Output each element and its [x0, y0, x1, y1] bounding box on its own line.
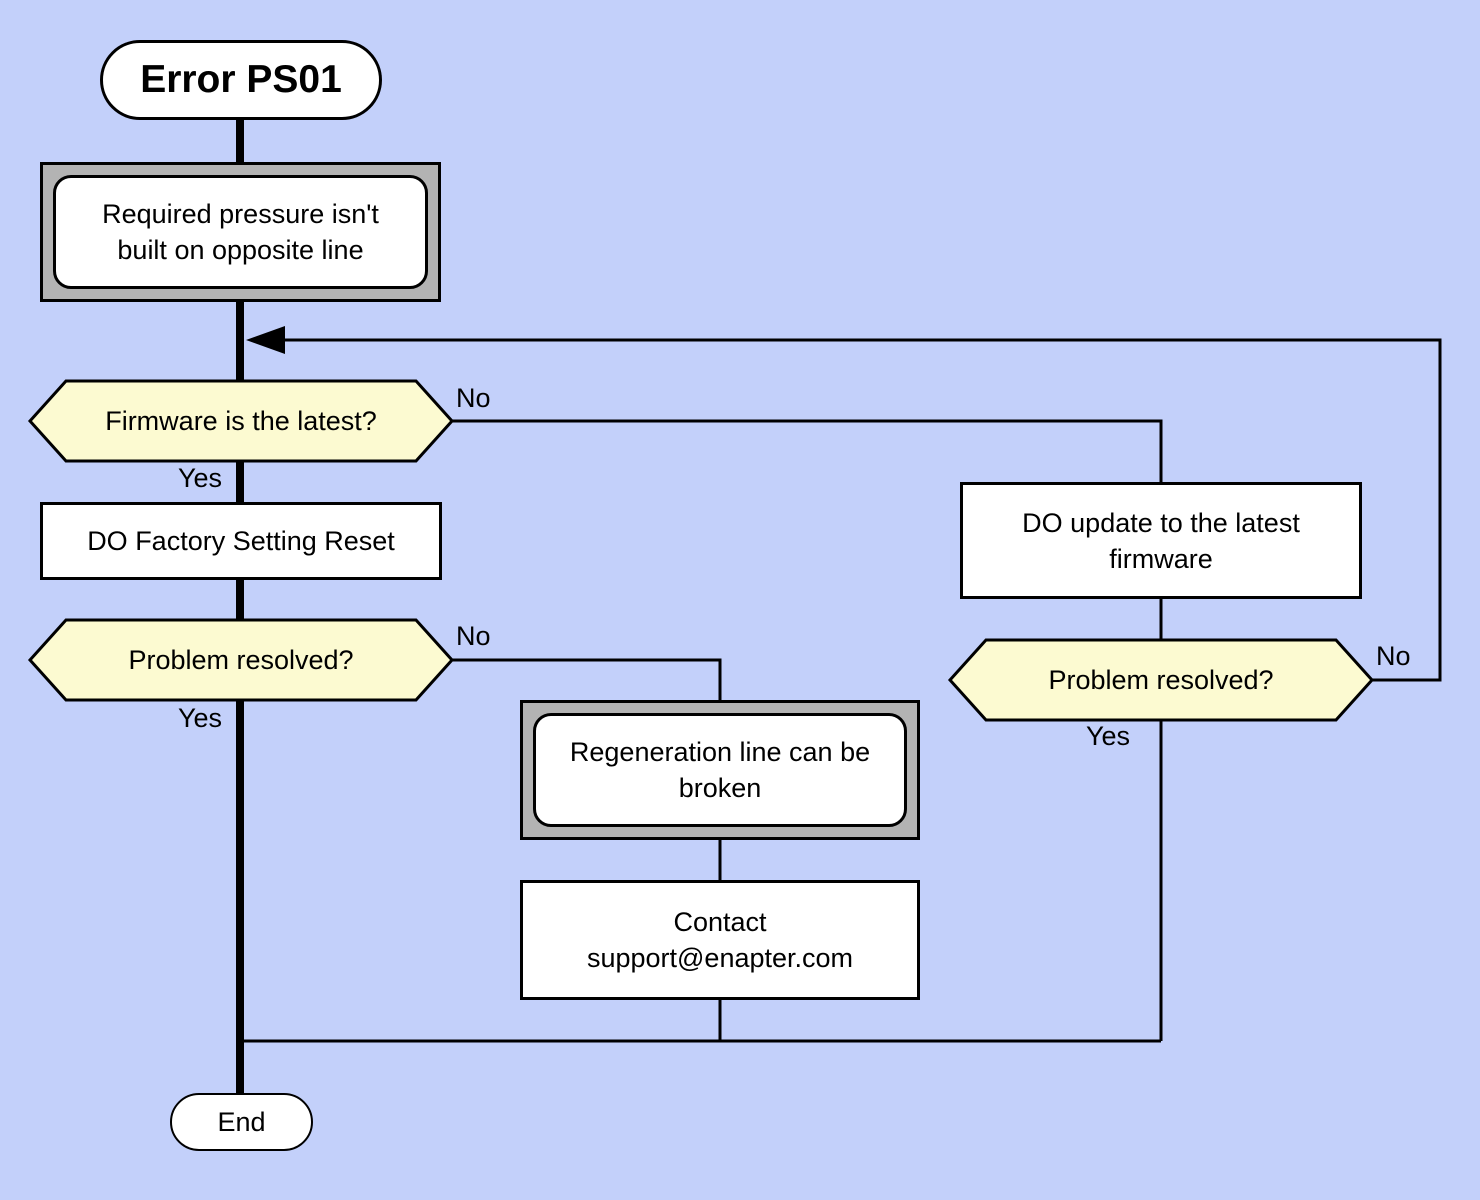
- end-node: End: [170, 1093, 313, 1151]
- subroutine-pressure-note: Required pressure isn't built on opposit…: [40, 162, 441, 302]
- edge-label-problem-left-no: No: [456, 621, 491, 651]
- edge-label-problem-left-yes: Yes: [178, 703, 223, 733]
- problem-left-no-line: [452, 658, 722, 702]
- hexagon-shape: [27, 618, 455, 702]
- decision-firmware-latest: Firmware is the latest?: [27, 379, 455, 463]
- start-node: Error PS01: [100, 40, 382, 120]
- edge-label-firmware-yes: Yes: [178, 463, 223, 493]
- edge-label-problem-right-yes: Yes: [1086, 721, 1131, 751]
- decision-firmware-latest-label: Firmware is the latest?: [105, 406, 377, 436]
- subroutine-regeneration-note-inner: Regeneration line can be broken: [533, 713, 907, 827]
- hexagon-shape: [27, 379, 455, 463]
- process-contact-support: Contact support@enapter.com: [520, 880, 920, 1000]
- text-line: support@enapter.com: [586, 943, 854, 973]
- subroutine-regeneration-note: Regeneration line can be broken: [520, 700, 920, 840]
- end-node-label: End: [217, 1107, 266, 1137]
- decision-problem-resolved-right-label: Problem resolved?: [1048, 665, 1274, 695]
- decision-problem-resolved-left-label: Problem resolved?: [128, 645, 354, 675]
- edge-label-firmware-no: No: [456, 383, 491, 413]
- process-factory-reset-label: DO Factory Setting Reset: [87, 526, 395, 556]
- subroutine-pressure-note-inner: Required pressure isn't built on opposit…: [53, 175, 428, 289]
- text-line: broken: [678, 773, 762, 803]
- hexagon-shape: [947, 638, 1375, 722]
- text-line: built on opposite line: [117, 235, 364, 265]
- start-node-label: Error PS01: [140, 58, 342, 101]
- text-line: Required pressure isn't: [102, 199, 379, 229]
- arrowhead-icon: [246, 326, 285, 354]
- decision-problem-resolved-left: Problem resolved?: [27, 618, 455, 702]
- loop-back-line: [285, 338, 1442, 682]
- firmware-no-line: [452, 419, 1163, 484]
- text-line: Contact: [673, 907, 767, 937]
- text-line: Regeneration line can be: [569, 737, 871, 767]
- text-line: DO update to the latest: [1022, 507, 1300, 538]
- text-line: firmware: [1109, 543, 1213, 574]
- decision-problem-resolved-right: Problem resolved?: [947, 638, 1375, 722]
- process-do-update: DO update to the latest firmware: [960, 482, 1362, 599]
- edge-label-problem-right-no: No: [1376, 641, 1411, 671]
- process-factory-reset: DO Factory Setting Reset: [40, 502, 442, 580]
